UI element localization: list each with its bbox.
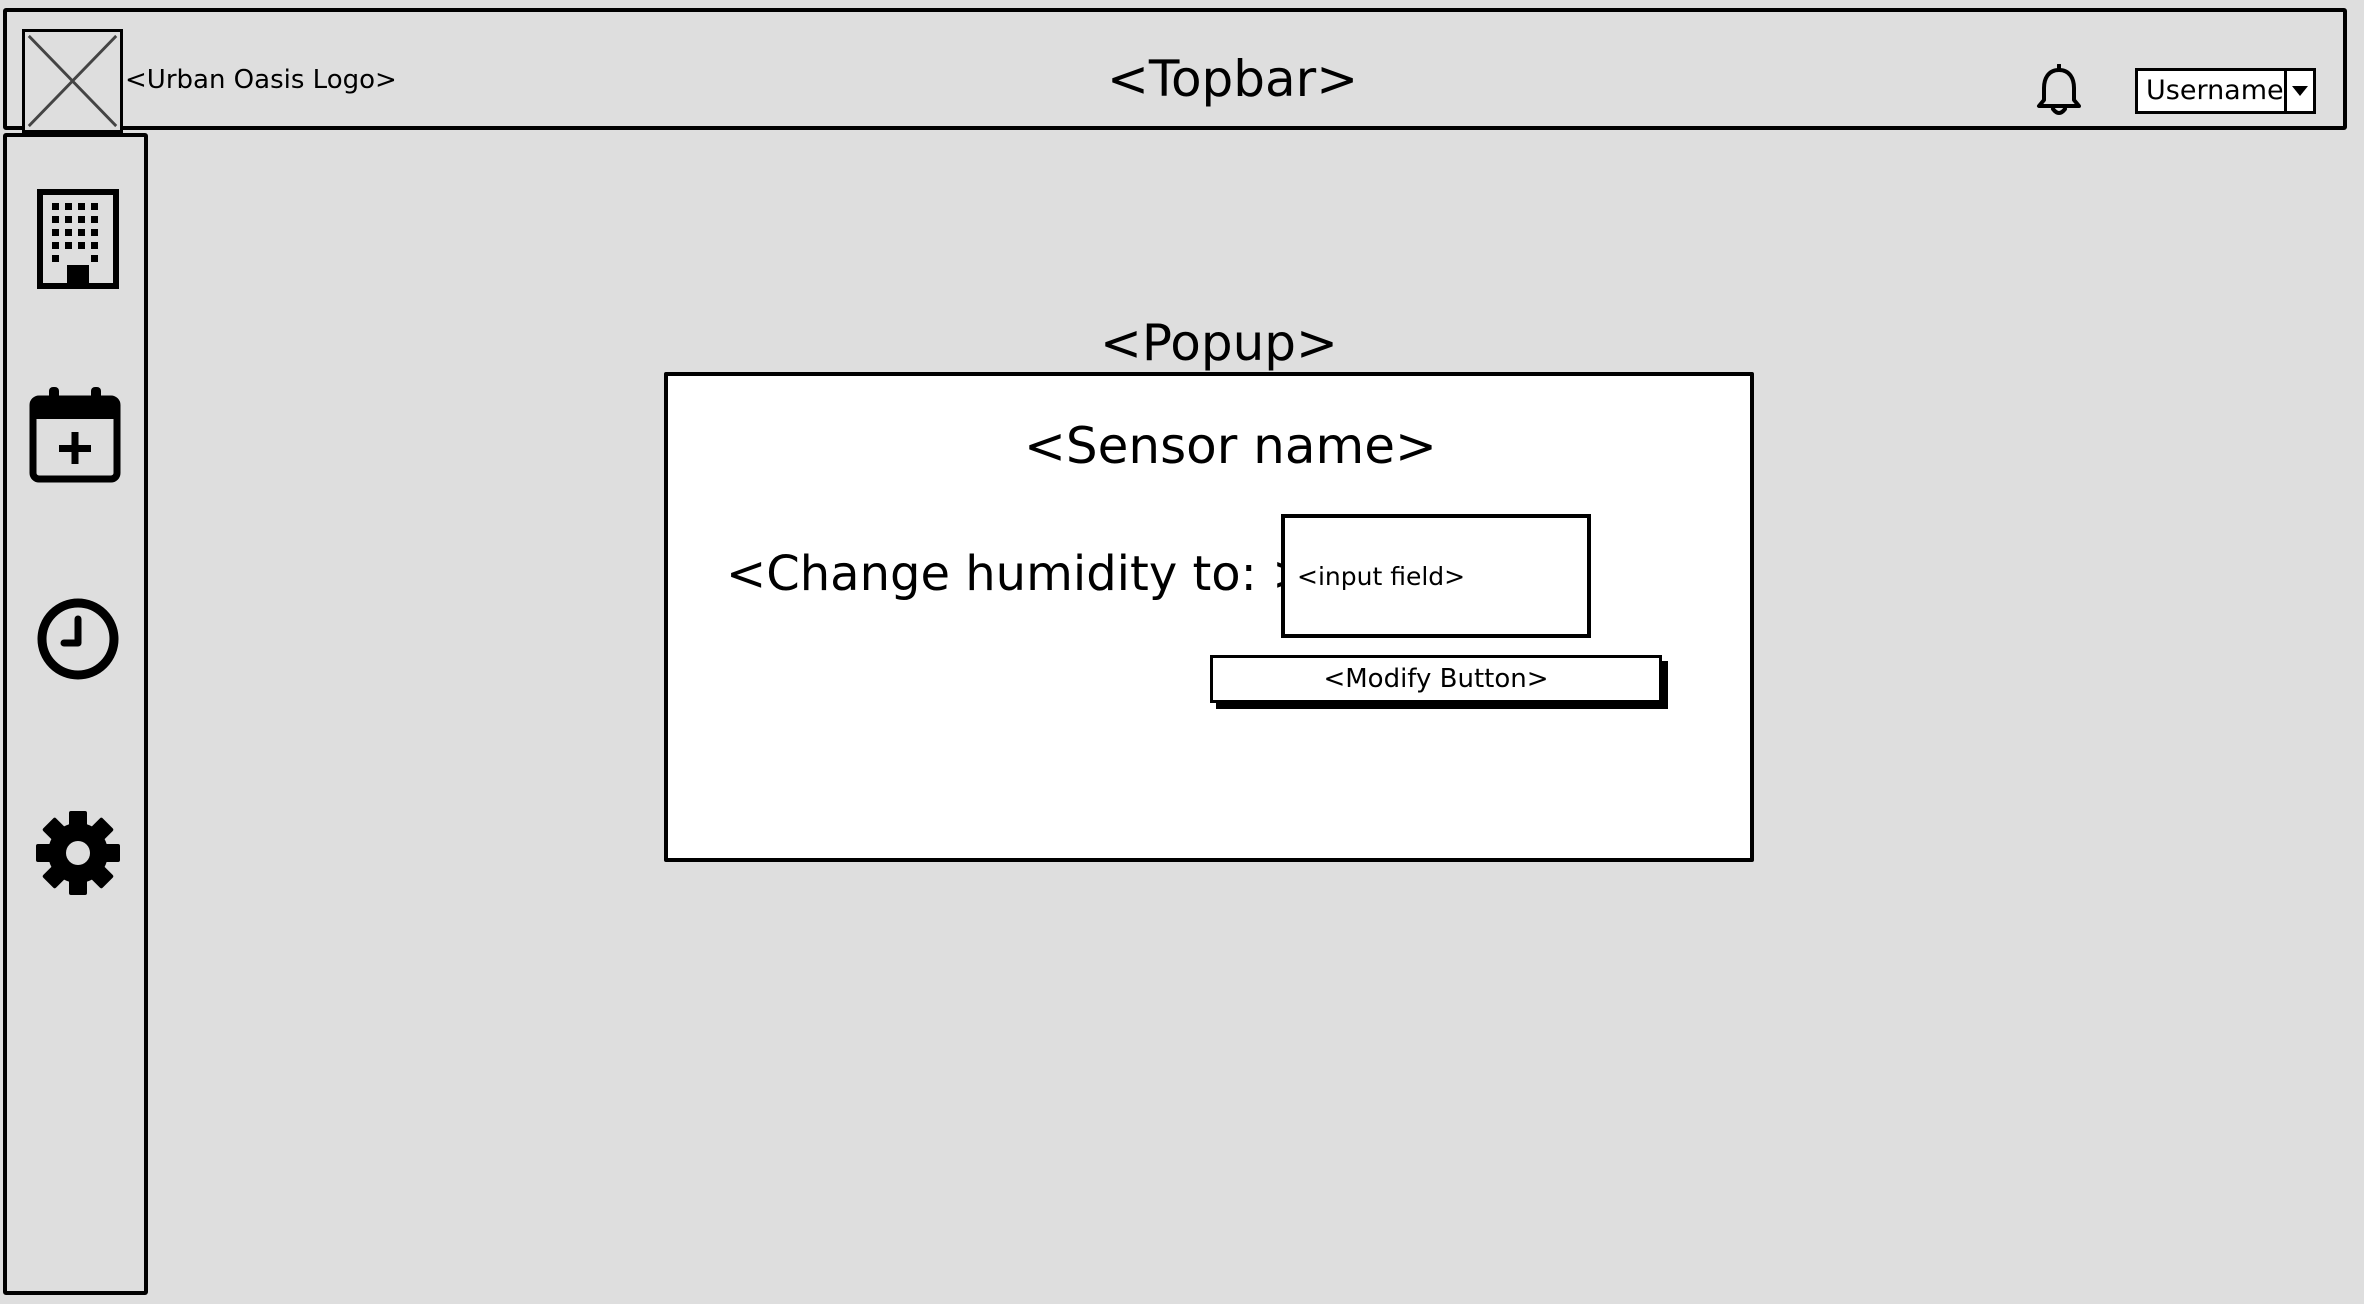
user-menu-value: Username: [2146, 75, 2284, 106]
calendar-add-icon[interactable]: [29, 385, 121, 487]
humidity-input[interactable]: [1281, 514, 1591, 638]
popup-label: <Popup>: [1100, 314, 1338, 372]
gear-icon[interactable]: [36, 811, 120, 899]
bell-icon[interactable]: [2034, 63, 2084, 118]
chevron-down-icon[interactable]: [2283, 71, 2313, 111]
change-humidity-label: <Change humidity to: >: [726, 546, 1313, 602]
topbar-title: <Topbar>: [1107, 50, 1359, 108]
modify-button[interactable]: <Modify Button>: [1210, 655, 1662, 703]
popup-dialog: <Sensor name> <Change humidity to: > <Mo…: [664, 372, 1754, 862]
topbar: <Urban Oasis Logo> <Topbar> Username: [3, 8, 2347, 133]
sidebar: [3, 133, 148, 1295]
user-menu-dropdown[interactable]: Username: [2135, 68, 2316, 114]
logo-placeholder-icon[interactable]: [22, 29, 123, 133]
sensor-name-heading: <Sensor name>: [1024, 417, 1437, 475]
building-icon[interactable]: [37, 189, 119, 293]
clock-icon[interactable]: [36, 597, 120, 685]
logo-label: <Urban Oasis Logo>: [125, 65, 397, 95]
